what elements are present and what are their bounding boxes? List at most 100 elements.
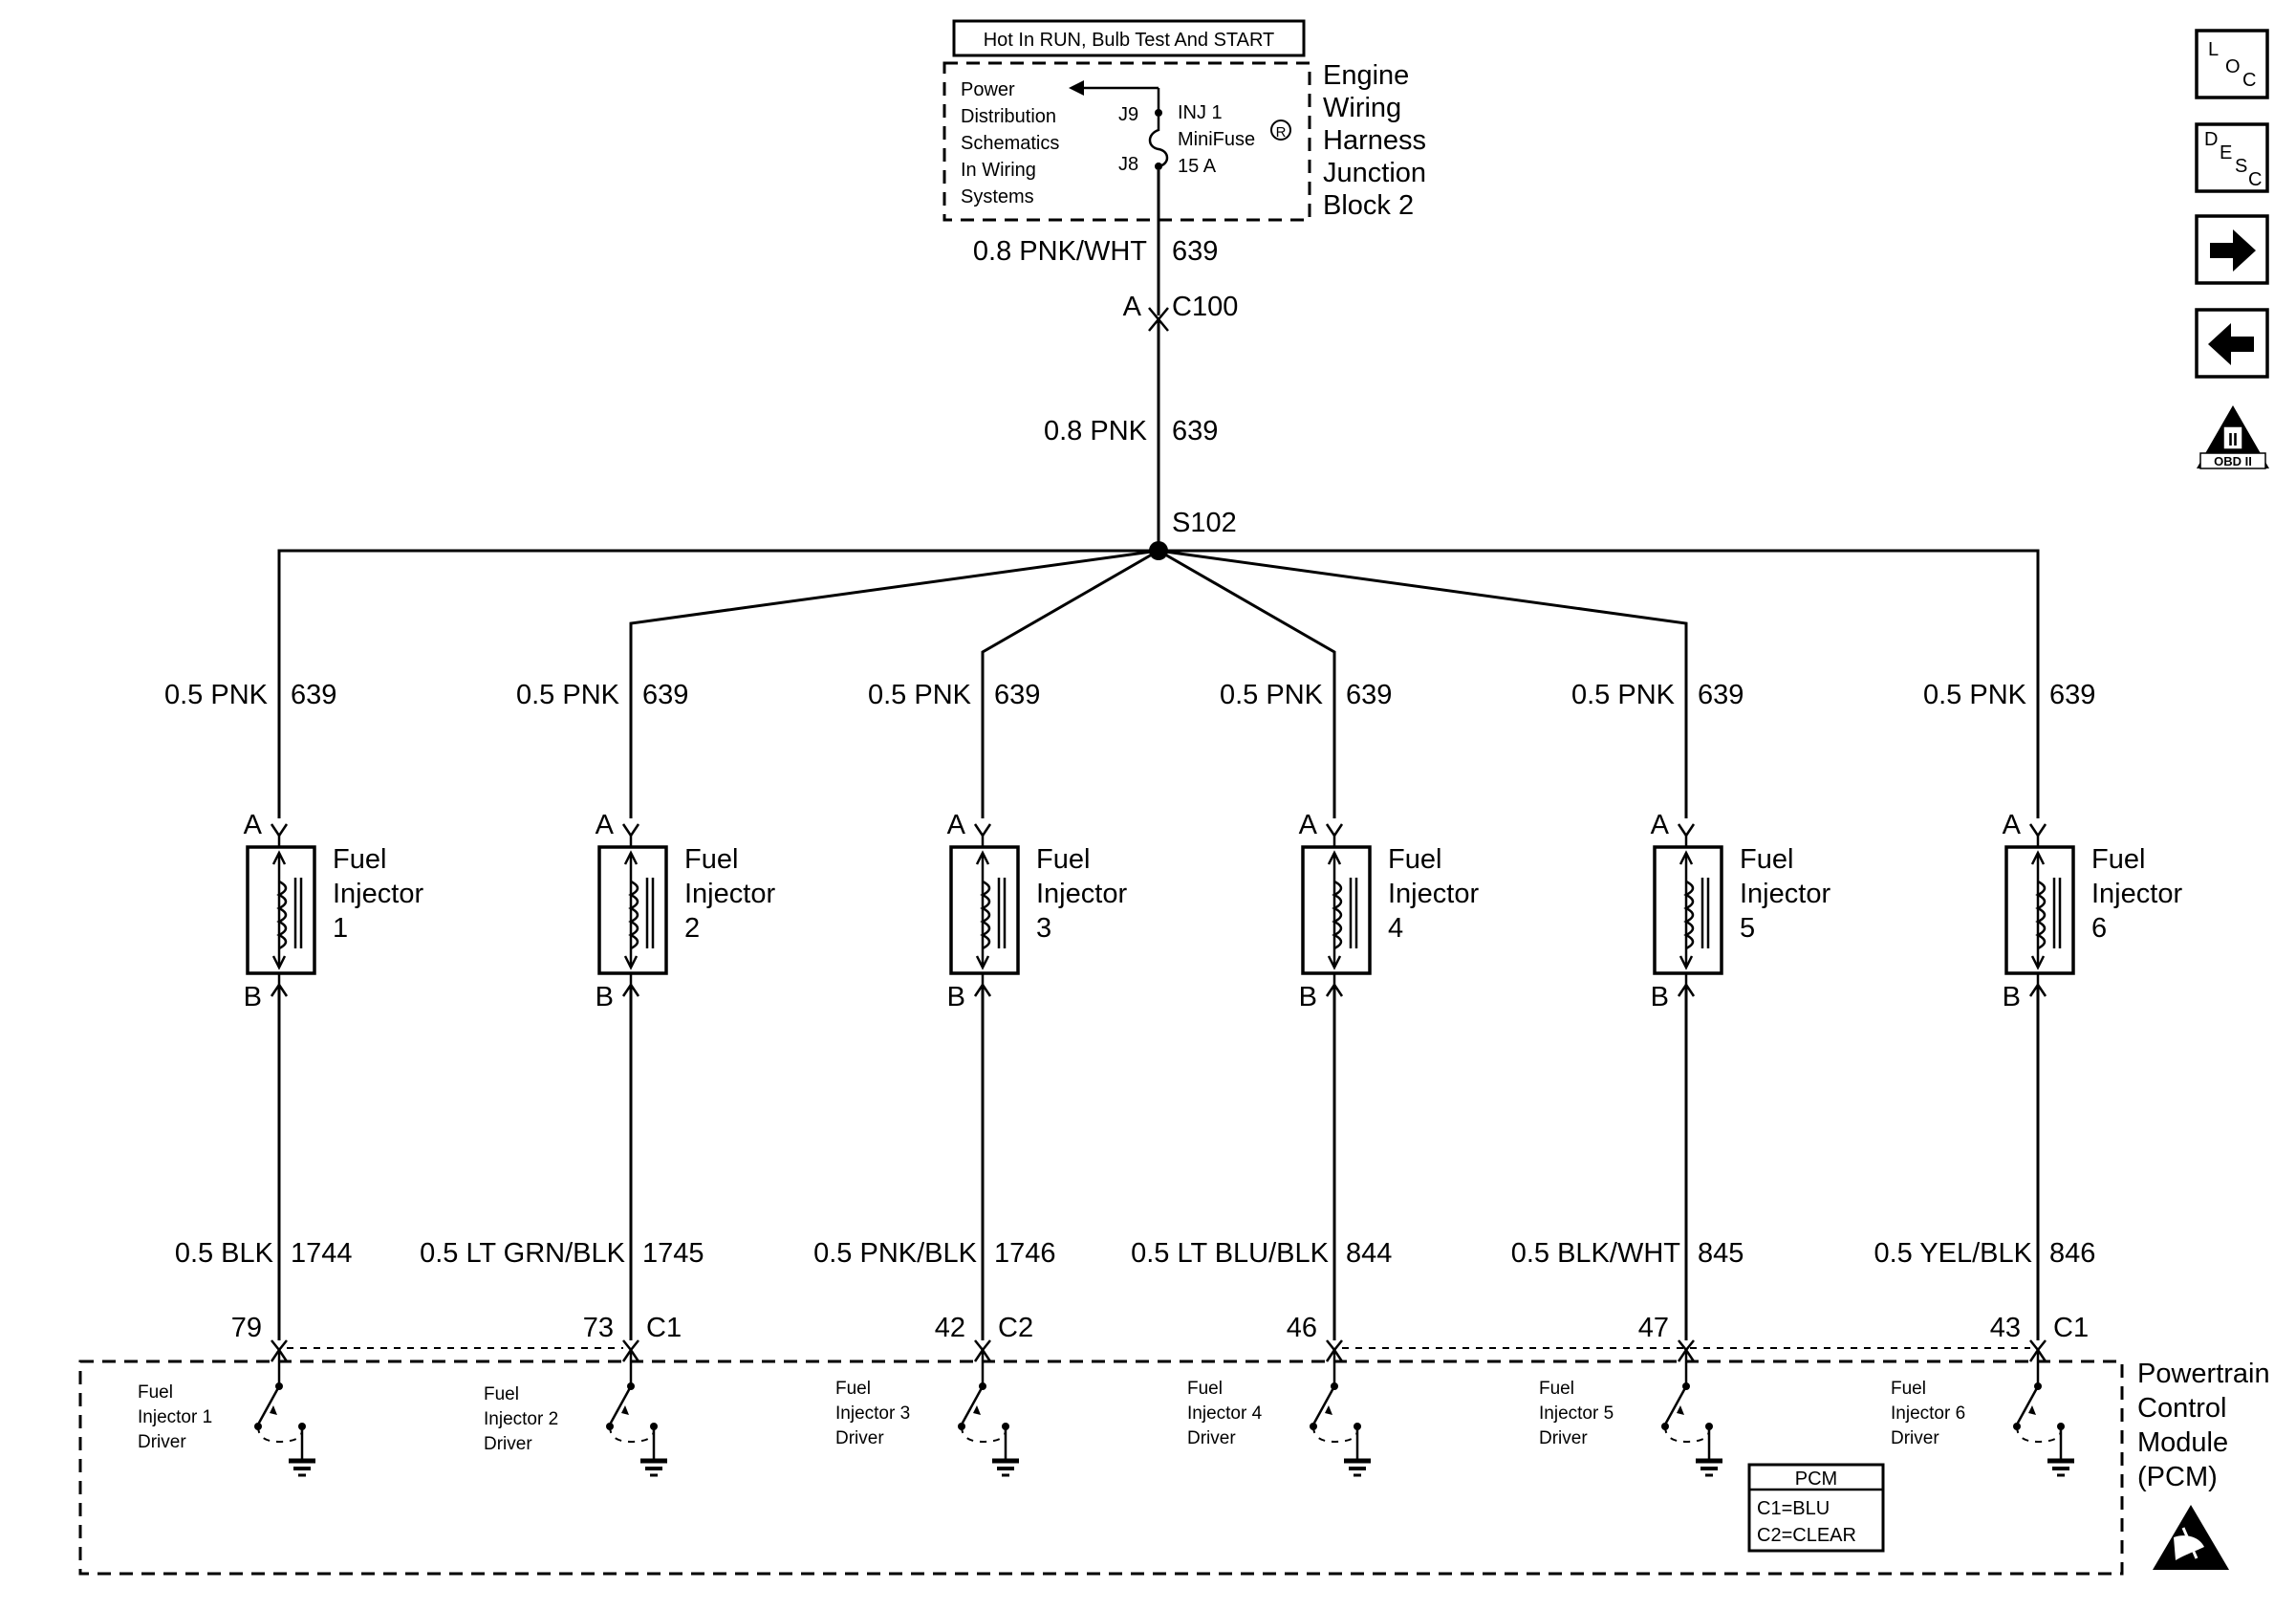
injector-driver-label: Fuel Injector 3 Driver [835,1379,915,1448]
injector-wire-top-label: 0.5 PNK [1923,680,2027,710]
pin-j8-dot [1155,163,1162,170]
driver-switch-icon [1663,1385,1688,1425]
injector-wire-top-label: 0.5 PNK [1571,680,1676,710]
ground-icon [992,1461,1019,1475]
injector-wire-bot-label: 0.5 PNK/BLK [813,1238,978,1269]
arrow-right-icon[interactable] [2210,229,2256,272]
pcm-connector-name: C1 [2053,1313,2089,1343]
pcm-pin-number: 46 [1287,1313,1317,1343]
injector-wire-top-label: 0.5 PNK [868,680,972,710]
driver-switch-icon [608,1385,633,1425]
injector-body [597,845,668,975]
pcm-connector-legend: PCM C1=BLU C2=CLEAR [1747,1463,1885,1553]
injector-pin-a: A [1299,810,1318,840]
arrow-left-icon[interactable] [2208,323,2254,365]
svg-text:C: C [2248,169,2262,190]
branch-wire-4 [1158,549,1336,818]
injector-wire-top-label: 0.5 PNK [1220,680,1324,710]
injector-wire-bot-circuit: 1745 [642,1238,704,1269]
splice-s102-label: S102 [1172,508,1237,538]
injector-coil-icon [1332,880,1343,950]
injector-wire-bot-label: 0.5 BLK/WHT [1511,1238,1681,1269]
pcm-pin-number: 42 [935,1313,965,1343]
injector-pin-a: A [244,810,263,840]
injector-wire-bot-circuit: 846 [2049,1238,2095,1269]
main-wire-mid-circuit: 639 [1172,416,1218,446]
pd-arrow-head [1069,80,1084,96]
desc-button[interactable]: D E S C [2195,122,2269,193]
injector-connector-a [270,823,289,838]
fuel-injector-4: 0.5 PNK 639 A Fuel Injector 4 B 0.5 LT B… [1131,680,1486,1475]
main-wire-top-label: 0.8 PNK/WHT [973,236,1147,267]
svg-text:OBD II: OBD II [2214,454,2252,468]
branch-wire-6 [1159,549,2040,818]
pcm-box [78,1360,2124,1576]
c100-name: C100 [1172,292,1238,322]
injector-wire-top-circuit: 639 [994,680,1040,710]
injector-name: Fuel Injector 2 [684,844,783,944]
loc-button[interactable]: L O C [2195,29,2269,99]
injector-coil-icon [276,880,288,950]
injector-pin-a: A [596,810,615,840]
legend-title: PCM [1795,1469,1837,1490]
next-page-button[interactable] [2195,214,2269,285]
injector-name: Fuel Injector 6 [2091,844,2190,944]
driver-switch-icon [2015,1385,2040,1425]
injector-wire-bot-label: 0.5 YEL/BLK [1874,1238,2032,1269]
injector-coil-icon [628,880,639,950]
loc-icon[interactable] [2195,29,2269,99]
fuel-injector-3: 0.5 PNK 639 A Fuel Injector 3 B 0.5 PNK/… [813,680,1135,1475]
ground-icon [2047,1461,2074,1475]
branch-wire-2 [629,549,1159,818]
hot-label-box [952,19,1306,57]
pin-j8: J8 [1118,154,1138,175]
driver-switch-icon [960,1385,985,1425]
main-wire-top-circuit: 639 [1172,236,1218,267]
fuel-injector-1: 0.5 PNK 639 A Fuel Injector 1 B 0.5 BLK … [138,680,423,1475]
injector-pin-b: B [1299,982,1317,1012]
fuel-injector-2: 0.5 PNK 639 A Fuel Injector 2 B 0.5 LT G… [420,680,783,1475]
fuse-label: INJ 1 MiniFuse 15 A [1178,102,1261,177]
injector-wire-bot-label: 0.5 LT BLU/BLK [1131,1238,1330,1269]
injector-wire-top-circuit: 639 [2049,680,2095,710]
injector-wire-top-circuit: 639 [291,680,336,710]
injector-name: Fuel Injector 4 [1388,844,1486,944]
injector-driver-label: Fuel Injector 6 Driver [1891,1379,1970,1448]
injector-driver-label: Fuel Injector 2 Driver [484,1384,563,1454]
injector-pin-b: B [596,982,614,1012]
injector-connector-a [973,823,992,838]
injector-pin-a: A [1651,810,1670,840]
legend-c2: C2=CLEAR [1757,1525,1856,1546]
injector-wire-top-label: 0.5 PNK [164,680,269,710]
pcm-pin-number: 79 [231,1313,262,1343]
desc-icon[interactable] [2195,122,2269,193]
pcm-pin-number: 73 [583,1313,614,1343]
esd-warning-icon [2153,1505,2229,1570]
svg-text:S: S [2235,156,2247,177]
junction-block-name: Engine Wiring Harness Junction Block 2 [1323,60,1434,221]
registered-mark-icon [1270,120,1291,141]
branch-wire-3 [981,549,1159,818]
injector-wire-bot-label: 0.5 LT GRN/BLK [420,1238,626,1269]
svg-text:E: E [2220,142,2232,163]
pin-j9: J9 [1118,104,1138,125]
injector-wire-bot-label: 0.5 BLK [175,1238,274,1269]
pcm-connector-name: C1 [646,1313,682,1343]
injector-pin-a: A [947,810,966,840]
injector-coil-icon [1683,880,1695,950]
injector-name: Fuel Injector 3 [1036,844,1135,944]
injector-pin-a: A [2003,810,2022,840]
injector-wire-bot-circuit: 1744 [291,1238,353,1269]
ground-icon [1696,1461,1722,1475]
injector-pin-b: B [244,982,262,1012]
previous-page-button[interactable] [2195,308,2269,379]
branch-wire-1 [277,549,1159,818]
injector-driver-label: Fuel Injector 1 Driver [138,1382,217,1452]
injector-name: Fuel Injector 5 [1740,844,1838,944]
obd-ii-button[interactable]: II OBD II [2197,405,2269,469]
injector-coil-icon [980,880,991,950]
injector-coil-icon [2035,880,2047,950]
injector-wire-bot-circuit: 844 [1346,1238,1392,1269]
legend-c1: C1=BLU [1757,1498,1830,1519]
